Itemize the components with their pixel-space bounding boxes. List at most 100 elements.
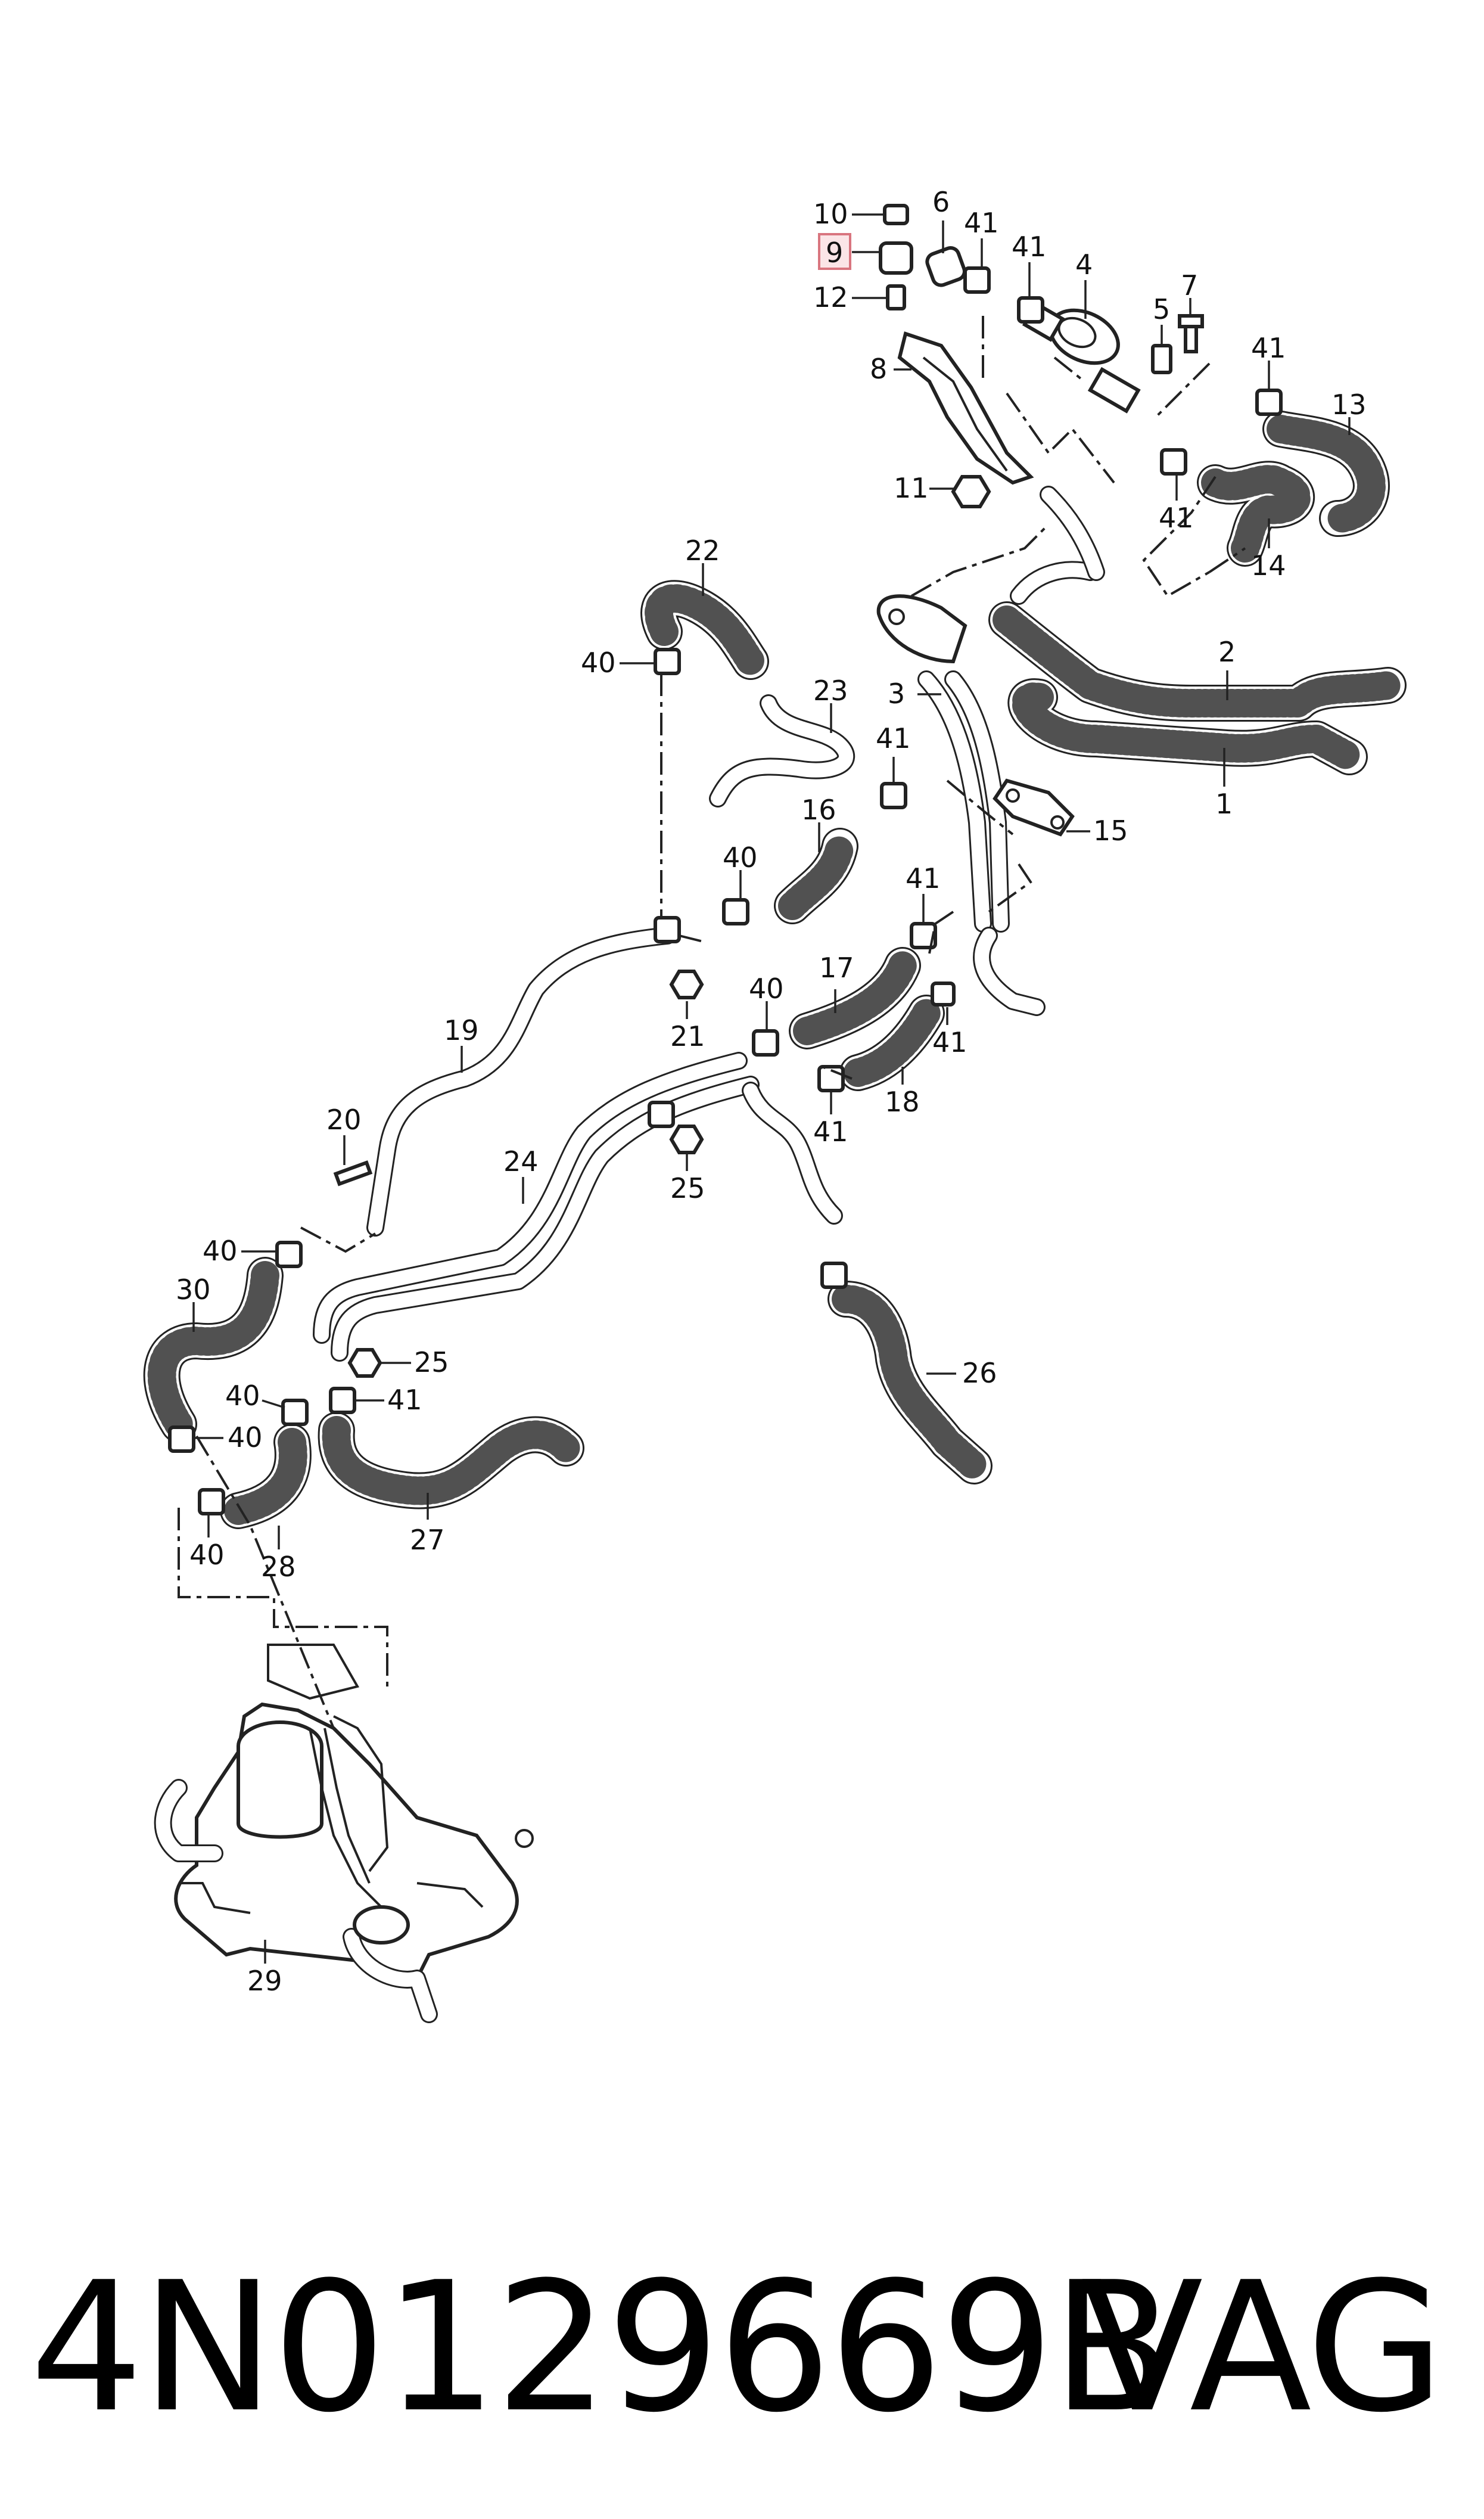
callout-41-c: 41 bbox=[1251, 332, 1286, 390]
clamp-40-b bbox=[722, 898, 749, 925]
pipe-3 bbox=[917, 670, 1046, 1016]
clamp-40-f bbox=[168, 1425, 195, 1453]
svg-text:8: 8 bbox=[870, 353, 887, 385]
callout-40-c: 40 bbox=[749, 973, 784, 1031]
hose-13 bbox=[1262, 411, 1390, 537]
hose-18 bbox=[839, 995, 945, 1091]
callout-11: 11 bbox=[894, 472, 956, 504]
callout-41-f: 41 bbox=[906, 862, 941, 924]
clamp-40-g bbox=[198, 1488, 225, 1515]
callout-29: 29 bbox=[247, 1940, 282, 1997]
svg-text:24: 24 bbox=[503, 1145, 539, 1178]
svg-text:41: 41 bbox=[964, 207, 999, 239]
callout-6: 6 bbox=[932, 186, 950, 253]
bracket-15 bbox=[993, 778, 1075, 837]
callout-40-b: 40 bbox=[723, 841, 758, 900]
callout-40-d: 40 bbox=[203, 1235, 277, 1267]
clamp-41-a bbox=[963, 266, 991, 294]
callout-7: 7 bbox=[1181, 269, 1198, 316]
svg-text:2: 2 bbox=[1218, 636, 1236, 668]
callout-41-g: 41 bbox=[932, 1007, 967, 1058]
svg-text:40: 40 bbox=[723, 841, 758, 874]
svg-text:25: 25 bbox=[414, 1346, 449, 1378]
clamp-41-c bbox=[1255, 389, 1283, 416]
callout-41-e: 41 bbox=[876, 722, 911, 784]
pipe-24 bbox=[313, 1052, 760, 1362]
clamps bbox=[168, 266, 1283, 1515]
pipe-branch bbox=[742, 1082, 843, 1225]
clamp-40-a bbox=[654, 648, 681, 675]
svg-text:7: 7 bbox=[1181, 269, 1198, 302]
svg-text:15: 15 bbox=[1093, 815, 1128, 847]
callouts: 1 2 3 4 5 6 7 8 bbox=[176, 186, 1367, 1997]
clamp-40-d bbox=[275, 1241, 303, 1268]
callout-24: 24 bbox=[503, 1145, 539, 1204]
callout-9: 9 bbox=[818, 233, 881, 270]
svg-text:27: 27 bbox=[410, 1524, 445, 1556]
callout-12: 12 bbox=[813, 281, 888, 313]
clamp-pipe-19-end bbox=[654, 916, 681, 943]
hose-14 bbox=[1197, 461, 1315, 567]
callout-17: 17 bbox=[819, 952, 854, 1013]
callout-28: 28 bbox=[261, 1526, 296, 1583]
svg-text:41: 41 bbox=[387, 1384, 422, 1416]
components bbox=[154, 204, 1204, 2023]
svg-text:40: 40 bbox=[189, 1539, 225, 1571]
svg-text:20: 20 bbox=[326, 1104, 362, 1136]
hose-16 bbox=[774, 828, 858, 924]
callout-41-h: 41 bbox=[813, 1091, 848, 1148]
callout-14: 14 bbox=[1251, 518, 1286, 582]
callout-30: 30 bbox=[176, 1274, 211, 1332]
nut-21 bbox=[669, 970, 704, 999]
hose-22 bbox=[640, 580, 769, 680]
callout-5: 5 bbox=[1153, 293, 1170, 346]
callout-1: 1 bbox=[1215, 748, 1233, 820]
callout-40-e: 40 bbox=[225, 1380, 285, 1412]
clamp-pipe-24-end bbox=[648, 1101, 675, 1128]
pipe-3-flange bbox=[876, 594, 967, 664]
hose-2 bbox=[988, 601, 1407, 722]
callout-8: 8 bbox=[870, 353, 911, 385]
callout-15: 15 bbox=[1066, 815, 1128, 847]
callout-41-a: 41 bbox=[964, 207, 999, 268]
clamp-41-b bbox=[1017, 296, 1044, 324]
bracket-8 bbox=[897, 331, 1034, 485]
svg-text:1: 1 bbox=[1215, 788, 1233, 820]
hose-30 bbox=[143, 1257, 284, 1443]
svg-text:41: 41 bbox=[1012, 231, 1047, 263]
svg-text:41: 41 bbox=[876, 722, 911, 754]
hose-26 bbox=[827, 1281, 993, 1484]
clamp-41-e bbox=[880, 782, 907, 809]
nut-11 bbox=[951, 475, 991, 508]
callout-20: 20 bbox=[326, 1104, 362, 1165]
fastener-stack bbox=[879, 204, 913, 310]
svg-text:40: 40 bbox=[225, 1380, 260, 1412]
clamp-41-g bbox=[931, 981, 956, 1007]
svg-text:19: 19 bbox=[444, 1014, 479, 1046]
clamp-40-e bbox=[281, 1399, 309, 1426]
callout-40-f: 40 bbox=[192, 1421, 263, 1453]
svg-text:41: 41 bbox=[932, 1026, 967, 1058]
svg-text:3: 3 bbox=[888, 678, 905, 710]
bolt-7 bbox=[1178, 314, 1204, 353]
svg-text:11: 11 bbox=[894, 472, 929, 504]
callout-41-i: 41 bbox=[354, 1384, 422, 1416]
svg-text:17: 17 bbox=[819, 952, 854, 984]
brand-label: VAG bbox=[1081, 2244, 1445, 2452]
svg-text:41: 41 bbox=[1159, 502, 1194, 534]
hose-1 bbox=[1007, 678, 1368, 775]
svg-text:23: 23 bbox=[813, 675, 848, 707]
pipe-23 bbox=[709, 694, 855, 807]
callout-27: 27 bbox=[410, 1493, 445, 1556]
svg-text:21: 21 bbox=[670, 1020, 705, 1052]
highlight-box bbox=[818, 233, 851, 270]
svg-text:41: 41 bbox=[1251, 332, 1286, 364]
callout-23: 23 bbox=[813, 675, 848, 733]
svg-text:10: 10 bbox=[813, 198, 848, 230]
callout-10: 10 bbox=[813, 198, 885, 230]
svg-text:22: 22 bbox=[685, 535, 720, 567]
svg-text:25: 25 bbox=[670, 1172, 705, 1204]
svg-text:26: 26 bbox=[962, 1357, 997, 1389]
pipe-upper bbox=[1010, 486, 1105, 605]
